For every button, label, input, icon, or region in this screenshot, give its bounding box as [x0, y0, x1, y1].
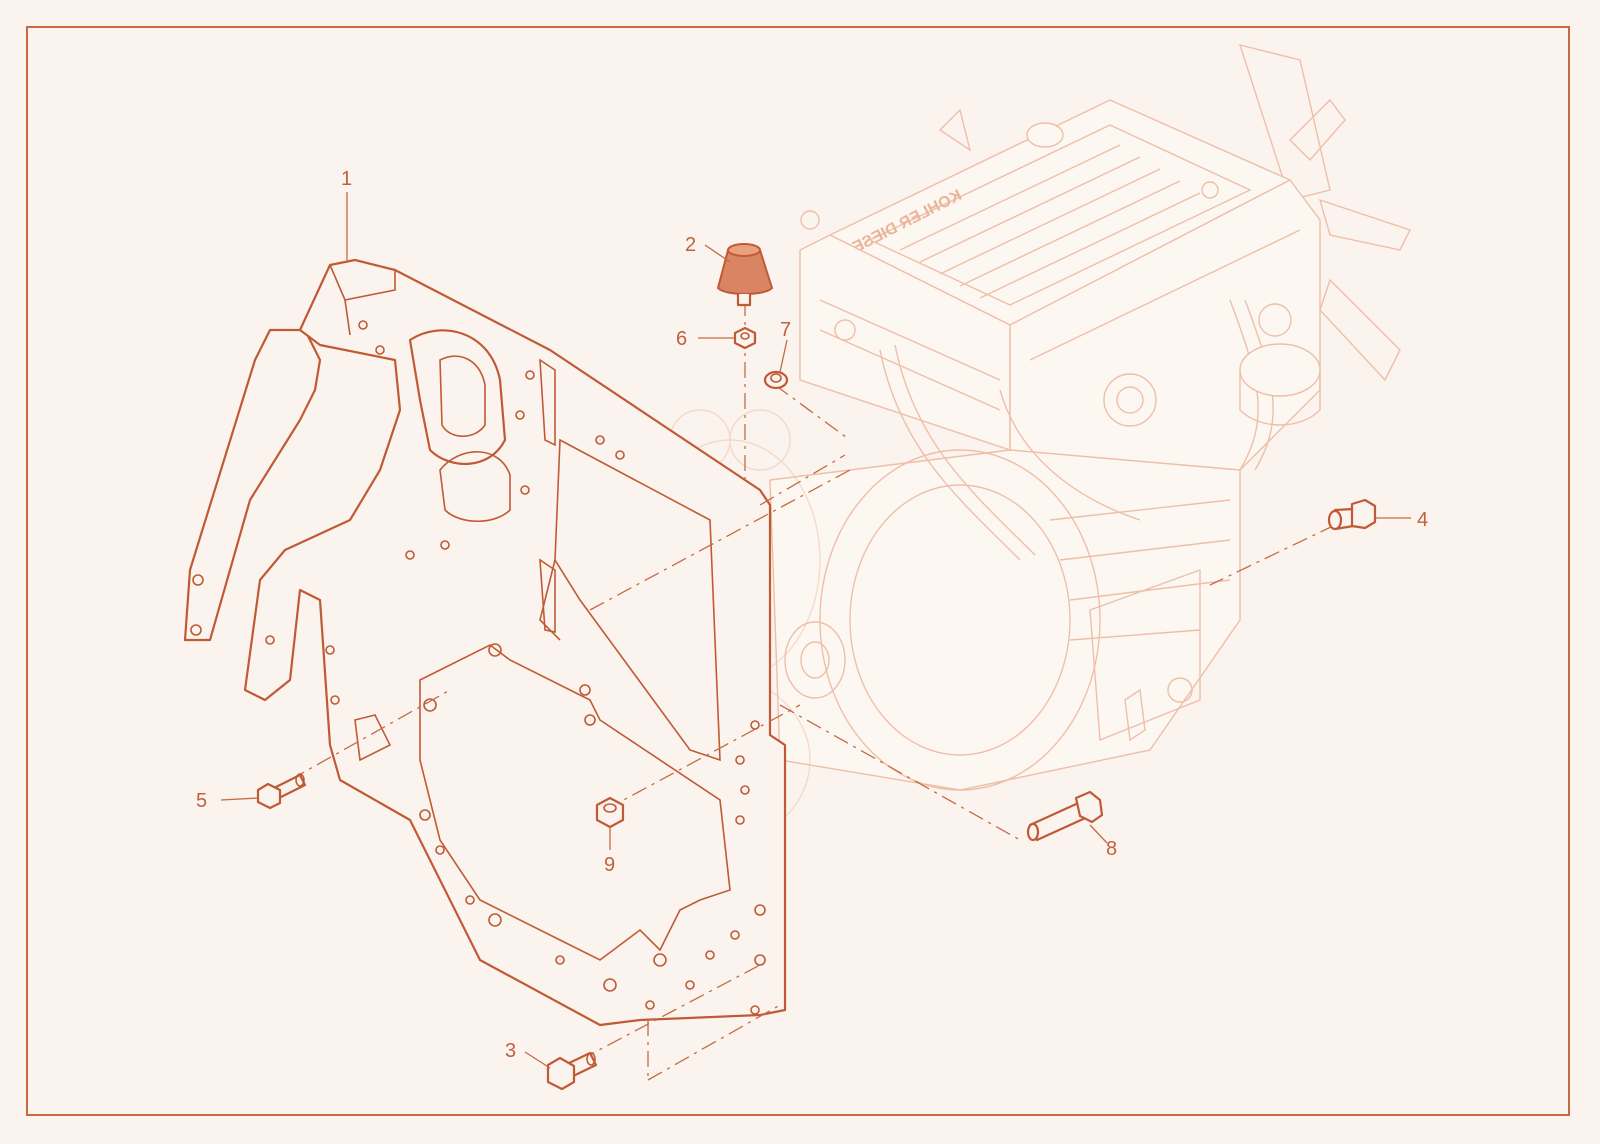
callout-8: 8	[1106, 838, 1117, 860]
callout-9: 9	[604, 854, 615, 876]
page-frame	[26, 26, 1570, 1116]
callout-3: 3	[505, 1040, 516, 1062]
nut-part-9	[595, 796, 625, 829]
callout-4: 4	[1417, 509, 1428, 531]
bolt-part-8	[1026, 790, 1104, 842]
bolt-part-4	[1327, 498, 1377, 531]
callout-7: 7	[780, 319, 791, 341]
washer-part-7	[763, 370, 789, 390]
assembly-lines	[289, 300, 1336, 1081]
nut-part-6	[733, 326, 757, 350]
bolt-part-5	[256, 773, 307, 810]
frame-plate-part-1	[183, 258, 787, 1027]
engine-ghost: KOHLER DIESEL	[769, 44, 1411, 791]
callouts: 1 2 3 4 5 6 7 8 9	[196, 168, 1428, 1062]
callout-2: 2	[685, 234, 696, 256]
callout-1: 1	[341, 168, 352, 190]
rubber-mount-part-2	[716, 243, 774, 307]
frame-bolt-holes	[265, 370, 766, 1015]
callout-6: 6	[676, 328, 687, 350]
callout-5: 5	[196, 790, 207, 812]
bolt-part-3	[546, 1051, 598, 1091]
leader-lines	[220, 192, 1411, 1069]
